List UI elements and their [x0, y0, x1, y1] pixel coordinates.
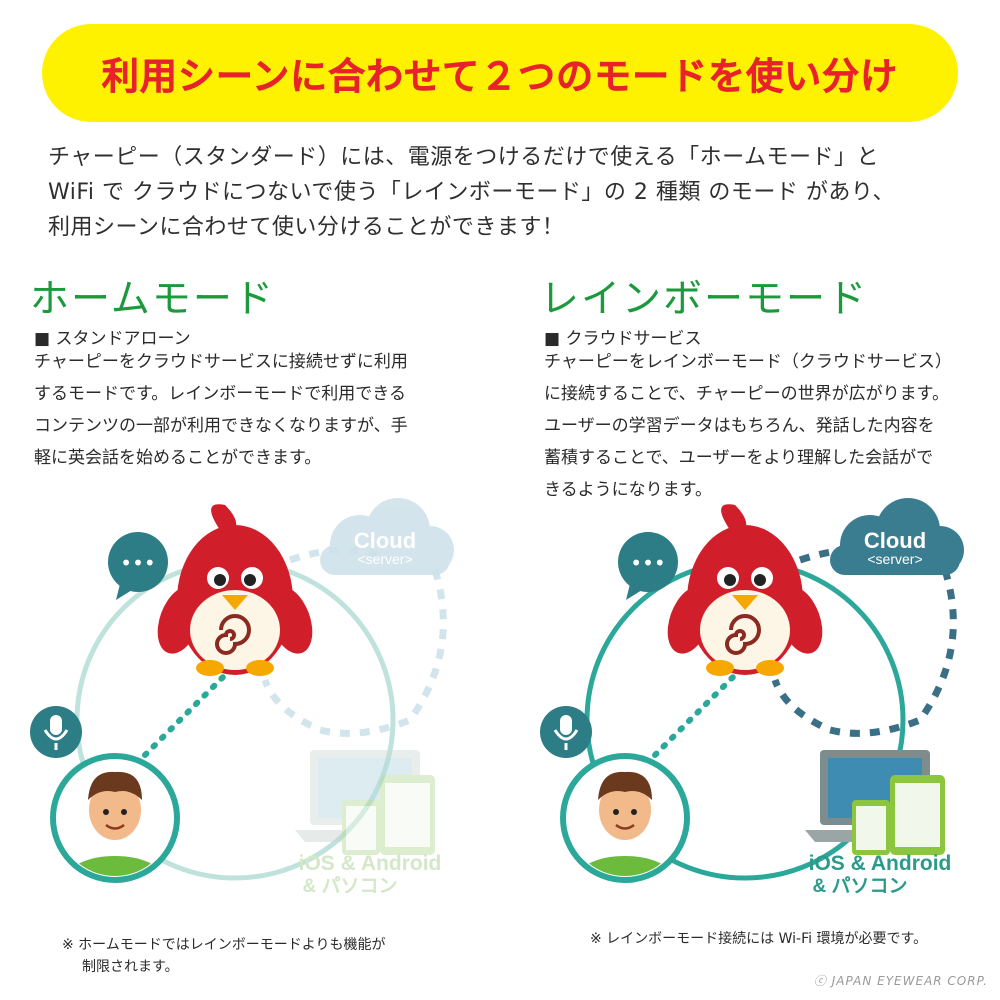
svg-text:•••: ••• [630, 551, 665, 575]
note-line: 制限されます。 [82, 959, 179, 975]
home-mode-description: チャーピーをクラウドサービスに接続せずに利用 するモードです。レインボーモードで… [34, 346, 408, 474]
device-label: iOS & Android [809, 852, 952, 875]
rainbow-mode-diagram: Cloud <server> ••• [530, 498, 980, 920]
user-avatar [560, 753, 690, 883]
voice-link-dotted [142, 667, 233, 758]
home-mode-title: ホームモード [30, 277, 275, 322]
svg-text:•••: ••• [120, 551, 155, 575]
microphone-icon [30, 706, 82, 758]
rainbow-mode-title: レインボーモード [540, 277, 869, 322]
intro-line: チャーピー（スタンダード）には、電源をつけるだけで使える「ホームモード」と [48, 145, 879, 170]
intro-line: WiFi で クラウドにつないで使う「レインボーモード」の 2 種類 のモード … [48, 180, 895, 205]
cloud-link-dashed [771, 568, 957, 737]
home-mode-diagram: Cloud <server> ••• [20, 498, 470, 920]
home-mode-line: するモードです。レインボーモードで利用できる [34, 384, 406, 404]
header-banner: 利用シーンに合わせて２つのモードを使い分け [42, 24, 958, 122]
copyright: ⓒ JAPAN EYEWEAR CORP. [813, 974, 988, 988]
rainbow-mode-line: きるようになります。 [544, 480, 712, 500]
note-line: ※ ホームモードではレインボーモードよりも機能が [62, 937, 386, 953]
rainbow-mode-note: ※ レインボーモード接続には Wi-Fi 環境が必要です。 [590, 928, 927, 950]
devices-icon [295, 750, 435, 855]
robot-mascot [157, 504, 313, 676]
cloud-label: Cloud [354, 528, 416, 553]
intro-line: 利用シーンに合わせて使い分けることができます！ [48, 215, 565, 240]
rainbow-mode-description: チャーピーをレインボーモード（クラウドサービス） に接続することで、チャーピーの… [544, 346, 952, 506]
home-mode-line: チャーピーをクラウドサービスに接続せずに利用 [34, 352, 408, 372]
cloud-link-dashed [261, 568, 447, 737]
banner-title: 利用シーンに合わせて２つのモードを使い分け [101, 55, 899, 99]
user-avatar [50, 753, 180, 883]
rainbow-mode-line: チャーピーをレインボーモード（クラウドサービス） [544, 352, 952, 372]
devices-icon [805, 750, 945, 855]
chat-bubble-icon: ••• [108, 532, 168, 600]
device-label: iOS & Android [299, 852, 442, 875]
cloud-sublabel: <server> [357, 551, 412, 567]
cloud-icon: Cloud <server> [320, 498, 454, 575]
rainbow-mode-subtitle: ■ クラウドサービス [544, 329, 702, 349]
cloud-sublabel: <server> [867, 551, 922, 567]
cloud-label: Cloud [864, 528, 926, 553]
chat-bubble-icon: ••• [618, 532, 678, 600]
home-mode-note: ※ ホームモードではレインボーモードよりも機能が 制限されます。 [62, 934, 385, 978]
microphone-icon [540, 706, 592, 758]
note-line: ※ レインボーモード接続には Wi-Fi 環境が必要です。 [590, 931, 928, 947]
cloud-icon: Cloud <server> [830, 498, 964, 575]
home-mode-subtitle: ■ スタンドアローン [34, 329, 191, 349]
rainbow-mode-line: に接続することで、チャーピーの世界が広がります。 [544, 384, 949, 404]
home-mode-line: 軽に英会話を始めることができます。 [34, 448, 322, 468]
device-sublabel: & パソコン [812, 875, 907, 897]
device-sublabel: & パソコン [302, 875, 397, 897]
intro-text: チャーピー（スタンダード）には、電源をつけるだけで使える「ホームモード」と Wi… [48, 140, 968, 245]
rainbow-mode-line: 蓄積することで、ユーザーをより理解した会話がで [544, 448, 934, 468]
rainbow-mode-line: ユーザーの学習データはもちろん、発話した内容を [544, 416, 935, 436]
home-mode-line: コンテンツの一部が利用できなくなりますが、手 [34, 416, 408, 436]
voice-link-dotted [652, 667, 743, 758]
robot-mascot [667, 504, 823, 676]
